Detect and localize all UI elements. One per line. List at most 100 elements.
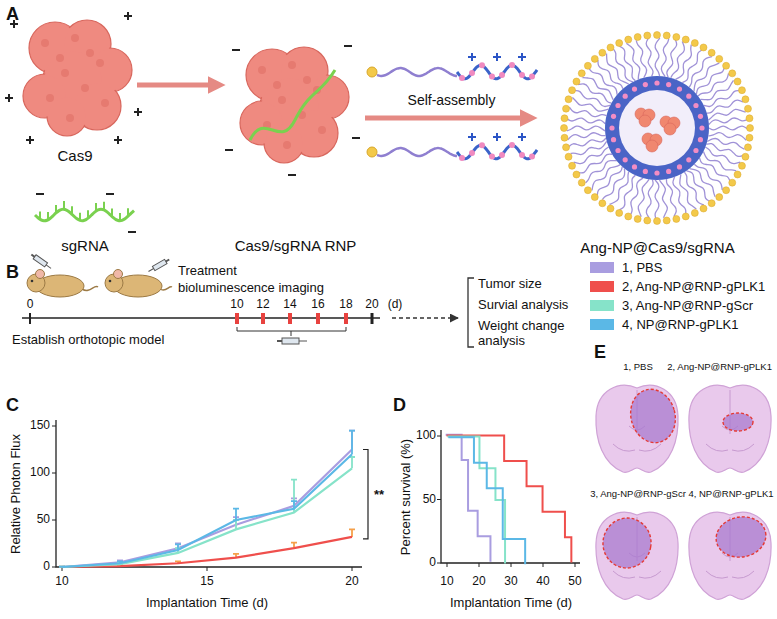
label-text: Treatment bbox=[178, 264, 237, 279]
legend-label: 3, Ang-NP@RNP-gScr bbox=[622, 298, 753, 313]
syringe-icon bbox=[30, 252, 53, 270]
axis-tick bbox=[437, 499, 441, 500]
tumor-region bbox=[625, 384, 681, 448]
label-text: Tumor size bbox=[478, 277, 542, 292]
rna-backbone bbox=[35, 209, 134, 221]
label-text: 4, NP@RNP-gPLK1 bbox=[688, 489, 773, 500]
angiopep-ligand bbox=[723, 62, 730, 69]
charge-plus bbox=[114, 136, 122, 144]
charge-minus bbox=[36, 193, 44, 195]
label-text: 10 bbox=[440, 575, 453, 589]
photon-flux-chart bbox=[52, 420, 368, 571]
error-bar bbox=[349, 529, 355, 537]
charge-minus bbox=[288, 174, 296, 176]
legend-row: 4, NP@RNP-gPLK1 bbox=[590, 317, 739, 332]
angiopep-ligand bbox=[682, 36, 689, 43]
charge-minus bbox=[128, 231, 136, 233]
angiopep-ligand bbox=[569, 87, 576, 94]
peg-chain bbox=[708, 109, 745, 120]
axis-title: Percent survival (%) bbox=[399, 439, 414, 555]
peg-chain bbox=[569, 138, 606, 147]
protein-texture bbox=[318, 126, 326, 134]
angiopep-ligand bbox=[663, 32, 670, 39]
tumor-region bbox=[599, 514, 655, 572]
protein-texture bbox=[86, 49, 94, 57]
cationic-group bbox=[459, 155, 465, 161]
cationic-group bbox=[509, 142, 515, 148]
charge-plus bbox=[518, 53, 526, 61]
peg-chain bbox=[709, 126, 747, 130]
label-text: 40 bbox=[536, 575, 549, 589]
nanoparticle bbox=[561, 32, 754, 225]
angiopep-ligand bbox=[742, 153, 749, 160]
protein-texture bbox=[288, 61, 296, 69]
rna-base bbox=[111, 209, 113, 217]
angiopep-ligand bbox=[591, 55, 598, 62]
syringe-icon bbox=[277, 338, 307, 344]
cationic-group bbox=[686, 157, 691, 162]
label-text: 50 bbox=[37, 513, 50, 527]
rna-node: sgRNA bbox=[30, 180, 140, 255]
treatment-tick bbox=[316, 313, 320, 324]
cationic-group bbox=[489, 154, 495, 160]
legend-swatch bbox=[590, 262, 614, 273]
peg-chain bbox=[703, 152, 736, 171]
angiopep-ligand bbox=[738, 162, 745, 169]
panel-letter: C bbox=[6, 395, 19, 416]
cationic-group bbox=[479, 142, 485, 148]
label-text: 10 bbox=[230, 298, 243, 312]
angiopep-ligand bbox=[691, 40, 698, 47]
angiopep-ligand bbox=[584, 187, 591, 194]
timeline-axis bbox=[22, 317, 380, 319]
particle-core bbox=[619, 90, 695, 166]
label-text: Establish orthotopic model bbox=[12, 333, 164, 348]
cationic-group bbox=[623, 157, 628, 162]
charge-plus bbox=[124, 12, 132, 20]
cationic-group bbox=[693, 103, 698, 108]
axis-line bbox=[56, 420, 362, 567]
cationic-group bbox=[609, 125, 614, 130]
protein-texture bbox=[71, 34, 79, 42]
label-text: 100 bbox=[416, 429, 436, 443]
sgrna-strand bbox=[35, 201, 134, 221]
angiopep-ligand bbox=[723, 187, 730, 194]
rna-base bbox=[47, 212, 49, 220]
brain-detail bbox=[706, 390, 754, 451]
angiopep-ligand bbox=[747, 125, 754, 132]
peg-chain bbox=[567, 118, 605, 124]
node-label: Ang-NP@Cas9/sgRNA bbox=[580, 239, 734, 257]
peg-chain bbox=[626, 43, 639, 79]
rna-base bbox=[95, 203, 97, 211]
angiopep-ligand bbox=[561, 115, 568, 122]
label-text: 12 bbox=[256, 298, 269, 312]
protein-texture bbox=[278, 96, 286, 104]
bound-sgrna bbox=[250, 70, 335, 140]
peg-segment bbox=[377, 68, 457, 76]
cationic-group bbox=[509, 62, 515, 68]
peg-chain bbox=[709, 118, 747, 124]
tumor-outline bbox=[723, 413, 753, 431]
protein-texture bbox=[61, 69, 69, 77]
angiopep-ligand bbox=[625, 36, 632, 43]
cationic-group bbox=[499, 152, 505, 158]
peg-segment bbox=[377, 148, 457, 156]
cationic-group bbox=[632, 86, 637, 91]
panel-letter: A bbox=[6, 4, 19, 25]
label-text: 30 bbox=[504, 575, 517, 589]
protein-texture bbox=[96, 59, 104, 67]
angiopep-ligand bbox=[591, 194, 598, 201]
cationic-group bbox=[677, 86, 682, 91]
edge-label: Self-assembly bbox=[405, 92, 499, 108]
charge-plus bbox=[134, 108, 142, 116]
ligand-head bbox=[367, 147, 377, 157]
axis-tick bbox=[52, 426, 56, 427]
cationic-group bbox=[459, 75, 465, 81]
peg-chain bbox=[698, 73, 728, 96]
brain-section bbox=[596, 384, 681, 472]
rna-base bbox=[71, 206, 73, 214]
peg-chain bbox=[602, 169, 624, 200]
peg-chain bbox=[646, 38, 653, 76]
peg-chain bbox=[700, 158, 730, 181]
peg-chain bbox=[673, 177, 686, 213]
